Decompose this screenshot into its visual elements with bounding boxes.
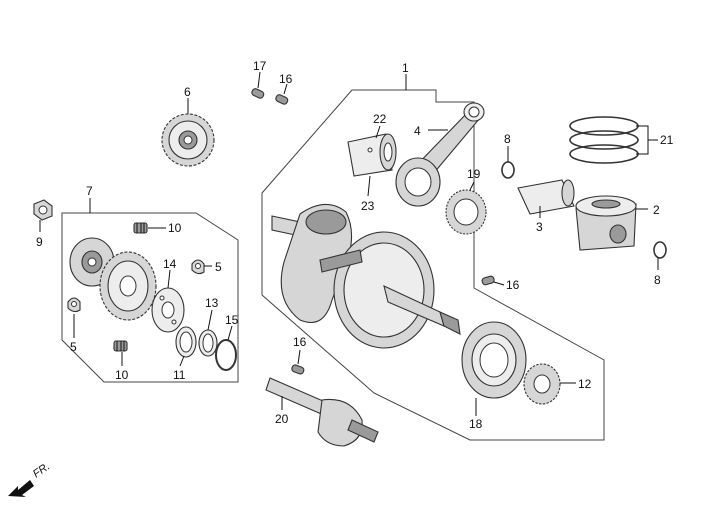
callout-14: 14 — [163, 257, 177, 271]
washer-part-13[interactable] — [198, 329, 218, 357]
plate-part-14[interactable] — [151, 287, 185, 333]
callout-11: 11 — [173, 368, 186, 382]
clip-part-8-bottom[interactable] — [653, 241, 667, 259]
callout-7: 7 — [86, 184, 93, 198]
circlip-part-15[interactable] — [215, 339, 237, 371]
spring-part-10-bottom[interactable] — [113, 340, 128, 352]
callout-19: 19 — [467, 167, 481, 181]
crankshaft-part-1[interactable] — [271, 203, 461, 349]
connecting-rod-part-4[interactable] — [395, 102, 485, 207]
callout-6: 6 — [184, 85, 191, 99]
leader-lines — [39, 71, 659, 416]
callout-labels: 1 2 3 4 5 5 6 7 8 8 9 10 10 11 12 13 14 … — [36, 59, 674, 431]
callout-18: 18 — [469, 417, 483, 431]
ball-bearing-part-18[interactable] — [461, 321, 527, 399]
needle-bearing-part-19[interactable] — [445, 189, 487, 235]
gear-part-12[interactable] — [523, 363, 561, 405]
piston-part-2[interactable] — [575, 195, 637, 251]
callout-1: 1 — [402, 61, 409, 75]
callout-20: 20 — [275, 412, 289, 426]
callout-21: 21 — [660, 133, 674, 147]
callout-5b: 5 — [70, 340, 77, 354]
callout-15: 15 — [225, 313, 239, 327]
callout-9: 9 — [36, 235, 43, 249]
key-part-16-bottom[interactable] — [291, 364, 305, 375]
gear-part-6[interactable] — [161, 113, 215, 167]
callout-10a: 10 — [168, 221, 182, 235]
piston-rings-part-21[interactable] — [569, 116, 639, 164]
crankshaft-assembly-outline — [261, 89, 605, 441]
clip-part-8-top[interactable] — [501, 161, 515, 179]
washer-part-11[interactable] — [175, 326, 197, 358]
callout-4: 4 — [414, 124, 421, 138]
callout-2: 2 — [653, 203, 660, 217]
sleeve-part-22[interactable] — [347, 133, 397, 177]
callout-12: 12 — [578, 377, 592, 391]
callout-16b: 16 — [506, 278, 520, 292]
callout-13: 13 — [205, 296, 219, 310]
front-direction-indicator: FR. — [8, 460, 52, 497]
key-part-17[interactable] — [251, 88, 265, 99]
callout-8b: 8 — [654, 273, 661, 287]
key-part-16-top[interactable] — [275, 94, 289, 105]
callout-10b: 10 — [115, 368, 129, 382]
callout-8a: 8 — [504, 132, 511, 146]
key-part-16-right[interactable] — [481, 275, 495, 286]
nut-part-9[interactable] — [33, 199, 53, 221]
callout-22: 22 — [373, 112, 387, 126]
pin-part-5-left[interactable] — [67, 297, 81, 313]
callout-17: 17 — [253, 59, 267, 73]
large-gear-part-7[interactable] — [99, 251, 157, 321]
balancer-shaft-part-20[interactable] — [265, 377, 379, 447]
arrow-icon — [8, 480, 34, 497]
callout-16a: 16 — [279, 72, 293, 86]
pin-part-5-right[interactable] — [191, 259, 205, 275]
callout-3: 3 — [536, 220, 543, 234]
callout-23: 23 — [361, 199, 375, 213]
callout-5a: 5 — [215, 260, 222, 274]
gear-assembly-outline — [61, 212, 239, 383]
piston-pin-part-3[interactable] — [517, 179, 575, 215]
direction-label: FR. — [31, 460, 52, 480]
spring-part-10-top[interactable] — [133, 222, 148, 234]
callout-16c: 16 — [293, 335, 307, 349]
